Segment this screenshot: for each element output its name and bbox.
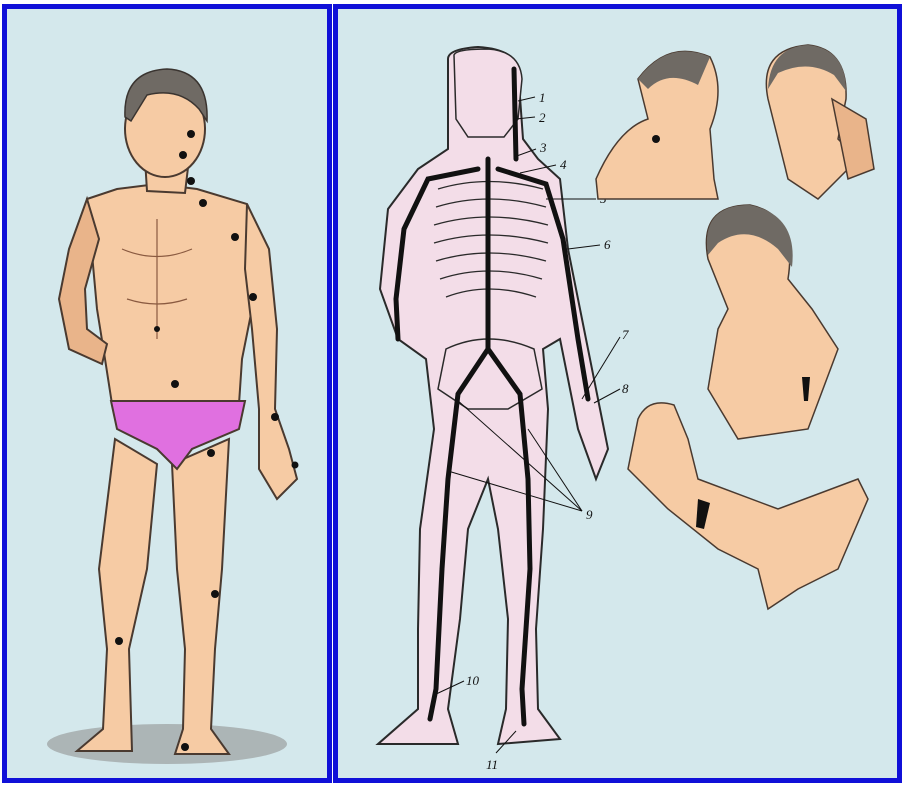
left-panel [2, 4, 332, 783]
pressure-point [171, 380, 179, 388]
label-3: 3 [539, 140, 547, 155]
right-arm [245, 204, 297, 499]
right-panel: 1 2 3 4 5 6 7 8 9 10 11 [333, 4, 902, 783]
pressure-point [181, 743, 189, 751]
pressure-point [211, 590, 219, 598]
pressure-point [249, 293, 257, 301]
pressure-point [292, 462, 299, 469]
torso [87, 184, 259, 404]
label-4: 4 [560, 157, 567, 172]
floor-shadow [47, 724, 287, 764]
temple-pressure-vignette [766, 45, 874, 199]
pressure-point [187, 130, 195, 138]
label-7: 7 [622, 327, 629, 342]
pressure-point [154, 326, 160, 332]
pressure-point [231, 233, 239, 241]
skull [454, 49, 522, 137]
pressure-point [179, 151, 187, 159]
left-leg [77, 439, 157, 751]
label-2: 2 [539, 110, 546, 125]
right-leg [172, 439, 229, 754]
label-9: 9 [586, 507, 593, 522]
label-8: 8 [622, 381, 629, 396]
pressure-point [199, 199, 207, 207]
label-1: 1 [539, 90, 546, 105]
label-10: 10 [466, 673, 480, 688]
pressure-point [187, 177, 195, 185]
shoulder-pressure-vignette [706, 205, 838, 439]
pressure-point [207, 449, 215, 457]
standing-figure [7, 9, 327, 778]
pressure-point [271, 413, 279, 421]
skeleton-diagram: 1 2 3 4 5 6 7 8 9 10 11 [338, 9, 897, 778]
label-6: 6 [604, 237, 611, 252]
jaw-pressure-vignette [596, 51, 718, 199]
pressure-point [115, 637, 123, 645]
label-11: 11 [486, 757, 498, 772]
